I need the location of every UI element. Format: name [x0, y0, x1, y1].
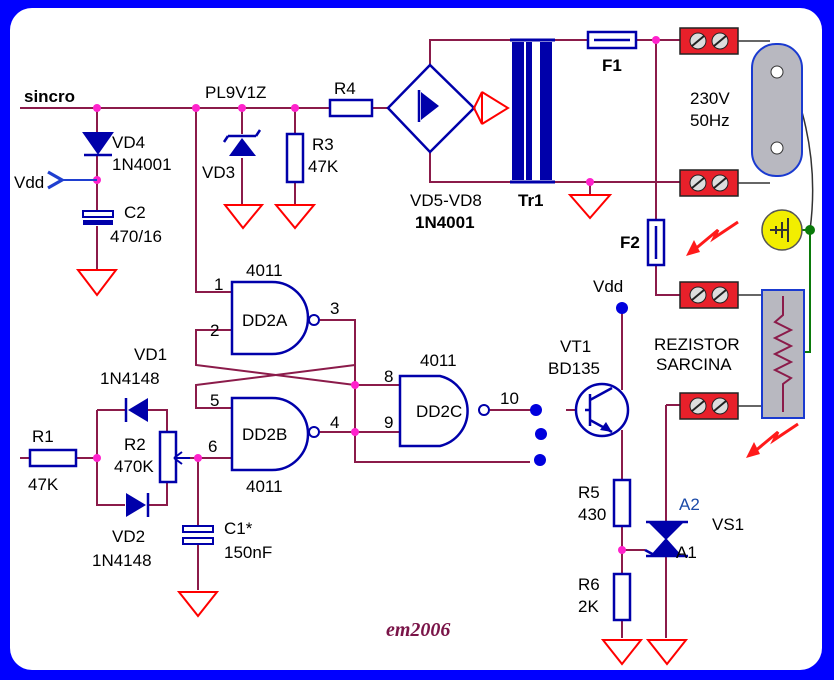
- nand-gate-dd2c: [398, 374, 490, 448]
- label-pl9v1z: PL9V1Z: [205, 83, 266, 102]
- fuse-f1: [586, 30, 638, 50]
- heat-arrow-icon: [686, 220, 799, 458]
- label-r3-value: 47K: [308, 157, 339, 176]
- junction-dots: [93, 36, 815, 554]
- triac-vs1: [644, 520, 688, 558]
- resistor-r1: [28, 448, 78, 468]
- label-r2-value: 470K: [114, 457, 154, 476]
- transformer-tr1: [510, 38, 555, 184]
- potentiometer-r2: [158, 430, 190, 484]
- label-vs1: VS1: [712, 515, 744, 534]
- label-pin8: 8: [384, 367, 393, 386]
- label-c1-value: 150nF: [224, 543, 272, 562]
- label-pin10: 10: [500, 389, 519, 408]
- text-labels: sincro VD4 1N4001 Vdd C2 470/16 PL9V1Z V…: [14, 56, 744, 641]
- label-pin2: 2: [210, 321, 219, 340]
- label-mains-voltage: 230V: [690, 89, 730, 108]
- label-load-line1: REZISTOR: [654, 335, 740, 354]
- label-vd3: VD3: [202, 163, 235, 182]
- terminal-block-bottom: [679, 169, 770, 197]
- label-pin5: 5: [210, 391, 219, 410]
- resistor-r4: [328, 98, 374, 118]
- label-bridge: VD5-VD8: [410, 191, 482, 210]
- label-dd2a: DD2A: [242, 311, 288, 330]
- resistor-r3: [285, 132, 305, 184]
- schematic-panel: [10, 8, 822, 670]
- terminal-block-load-bottom: [679, 392, 762, 420]
- transistor-vt1: [574, 382, 630, 438]
- label-vd1: VD1: [134, 345, 167, 364]
- label-vd4: VD4: [112, 133, 145, 152]
- terminal-block-top: [679, 27, 770, 55]
- label-f1: F1: [602, 56, 622, 75]
- label-c2: C2: [124, 203, 146, 222]
- capacitor-c1: [182, 525, 214, 545]
- label-pin4: 4: [330, 413, 339, 432]
- label-c2-value: 470/16: [110, 227, 162, 246]
- diode-vd4: [82, 132, 114, 157]
- mains-plug-icon: [751, 43, 803, 177]
- label-vt1: VT1: [560, 337, 591, 356]
- label-ic-a-type: 4011: [246, 261, 283, 280]
- label-ic-c-type: 4011: [420, 351, 457, 370]
- label-vd1-type: 1N4148: [100, 369, 160, 388]
- capacitor-c2: [82, 210, 114, 225]
- label-vd4-type: 1N4001: [112, 155, 172, 174]
- label-dd2b: DD2B: [242, 425, 287, 444]
- fuse-f2: [646, 218, 666, 267]
- wires: [20, 39, 814, 638]
- label-pin3: 3: [330, 299, 339, 318]
- zener-vd3: [222, 129, 262, 156]
- label-pin1: 1: [214, 275, 223, 294]
- label-pin9: 9: [384, 413, 393, 432]
- terminal-block-load-top: [679, 281, 762, 309]
- label-sincro: sincro: [24, 87, 75, 106]
- label-ic-b-type: 4011: [246, 477, 283, 496]
- label-dd2c: DD2C: [416, 402, 462, 421]
- label-r2: R2: [124, 435, 146, 454]
- label-mains-freq: 50Hz: [690, 111, 730, 130]
- label-load-line2: SARCINA: [656, 355, 732, 374]
- jumper-contacts: [530, 302, 628, 466]
- label-vd2-type: 1N4148: [92, 551, 152, 570]
- label-c1: C1*: [224, 519, 253, 538]
- label-r5: R5: [578, 483, 600, 502]
- label-vd2: VD2: [112, 527, 145, 546]
- diode-vd2: [126, 493, 150, 517]
- ground-symbols: [75, 194, 689, 666]
- diode-vd1: [124, 398, 148, 422]
- label-vt1-type: BD135: [548, 359, 600, 378]
- label-r1: R1: [32, 427, 54, 446]
- signature: em2006: [386, 619, 450, 641]
- label-vdd-right: Vdd: [593, 277, 623, 296]
- label-r6: R6: [578, 575, 600, 594]
- label-r1-value: 47K: [28, 475, 59, 494]
- label-r6-value: 2K: [578, 597, 599, 616]
- earth-icon: [761, 209, 803, 251]
- label-r5-value: 430: [578, 505, 606, 524]
- label-pin6: 6: [208, 437, 217, 456]
- label-tr1: Tr1: [518, 191, 544, 210]
- resistor-r5: [612, 478, 632, 528]
- nand-gate-dd2a: [230, 280, 320, 356]
- label-r4: R4: [334, 79, 356, 98]
- label-bridge-type: 1N4001: [415, 213, 475, 232]
- label-f2: F2: [620, 233, 640, 252]
- bridge-rectifier: [386, 63, 510, 154]
- nand-gate-dd2b: [230, 396, 320, 472]
- label-a1: A1: [676, 543, 697, 562]
- label-vdd-left: Vdd: [14, 173, 44, 192]
- resistor-r6: [612, 572, 632, 622]
- load-resistor: [761, 289, 805, 419]
- label-r3: R3: [312, 135, 334, 154]
- label-a2: A2: [679, 495, 700, 514]
